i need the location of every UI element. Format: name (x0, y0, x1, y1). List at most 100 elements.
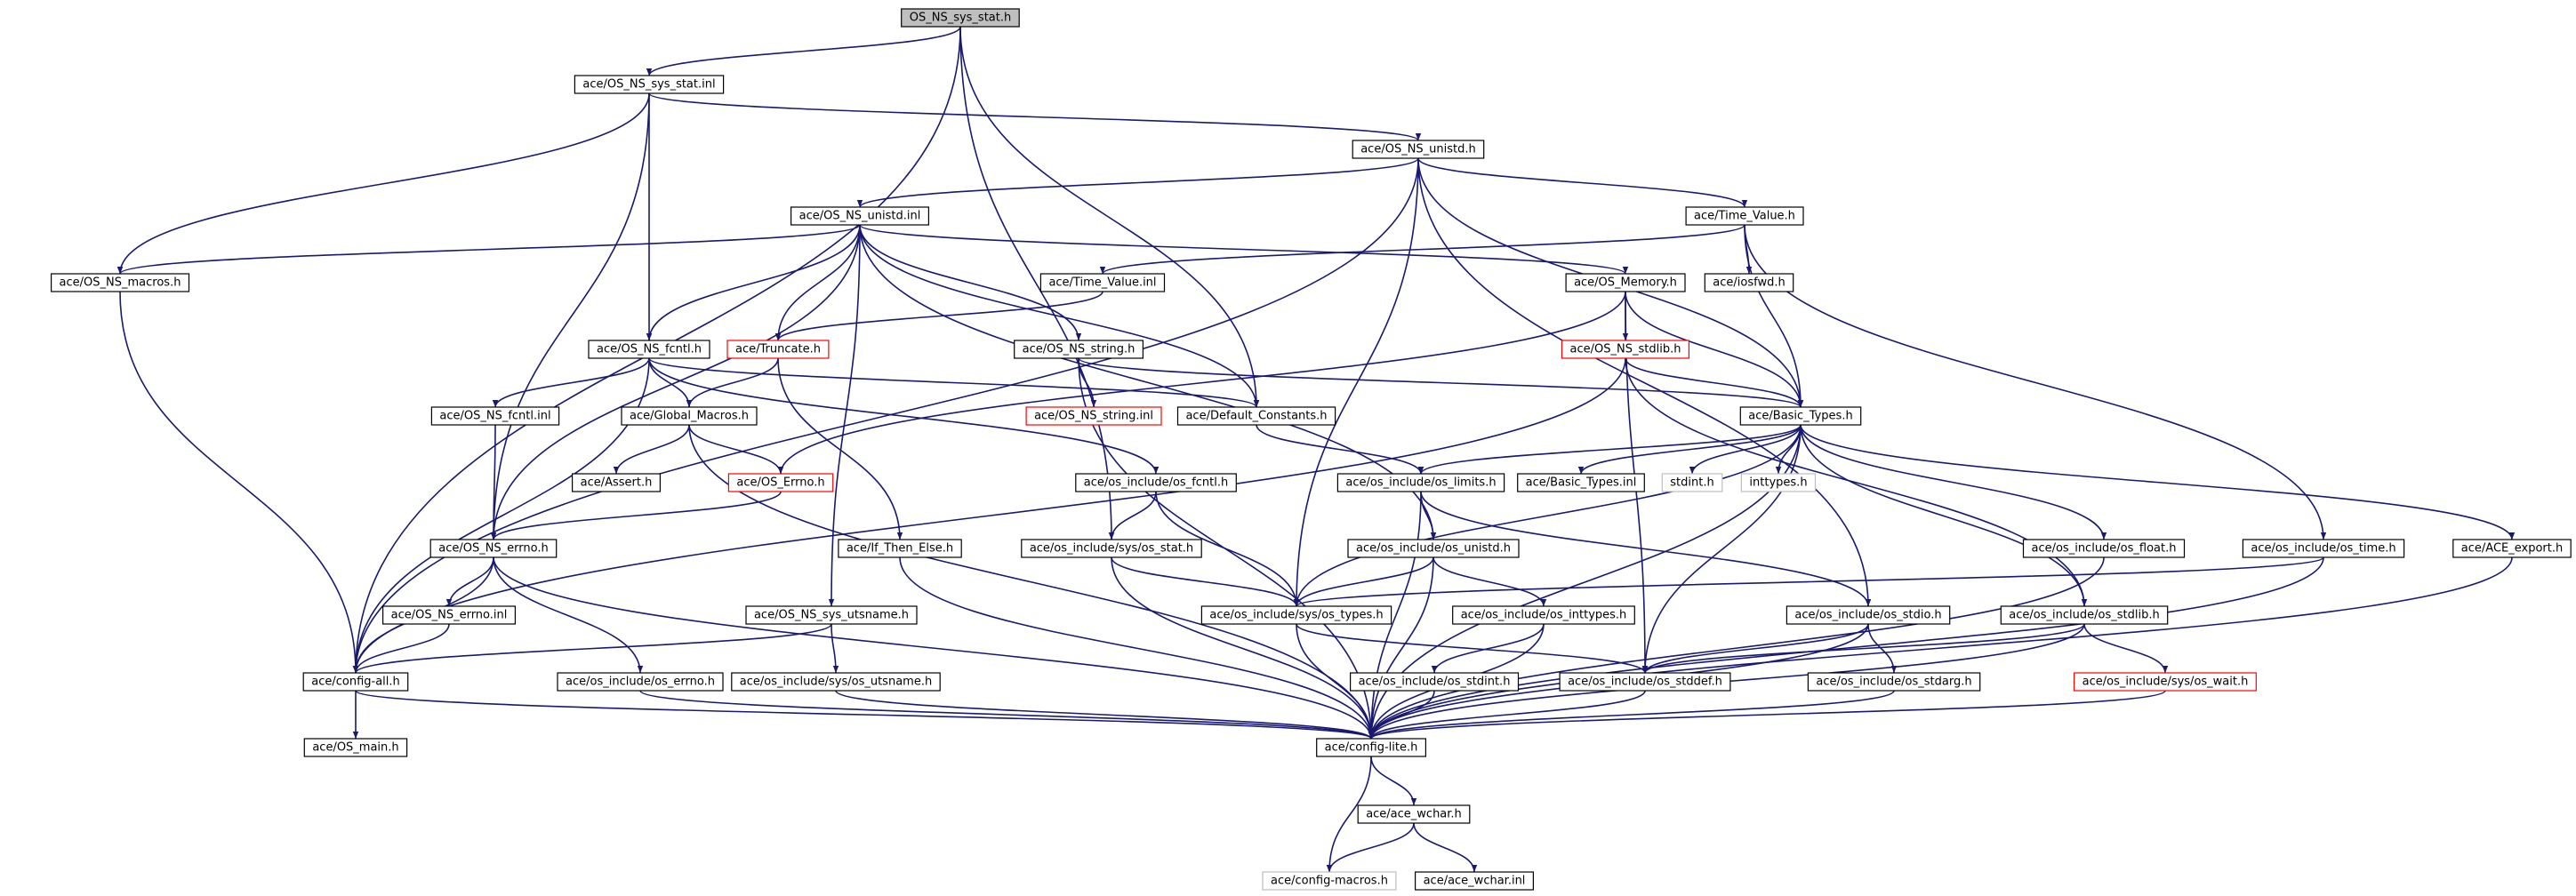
node-ace-config-all-h[interactable]: ace/config-all.h (302, 672, 409, 692)
node-label: ace/Basic_Types.h (1748, 410, 1852, 423)
node-ace-os-ns-errno-h[interactable]: ace/OS_NS_errno.h (429, 539, 558, 558)
node-ace-os-include-os-float-h[interactable]: ace/os_include/os_float.h (2022, 539, 2186, 558)
node-ace-os-include-os-limits-h[interactable]: ace/os_include/os_limits.h (1336, 473, 1505, 492)
node-ace-os-include-os-errno-h[interactable]: ace/os_include/os_errno.h (557, 672, 724, 692)
node-box (571, 473, 661, 492)
node-ace-if-then-else-h[interactable]: ace/If_Then_Else.h (838, 539, 962, 558)
node-ace-ace-export-h[interactable]: ace/ACE_export.h (2452, 539, 2572, 558)
edge-os_stdlib_h-to-sys_os_wait_h (2083, 623, 2169, 674)
edge-sys_os_utsname_h-to-config_lite_h (835, 690, 1375, 740)
node-label: ace/Time_Value.h (1694, 210, 1795, 223)
edge-basic_types_h-to-os_limits_h (1417, 424, 1802, 475)
edge-os_fcntl_h-to-sys_os_types_h (1155, 491, 1300, 607)
edge-root-to-sysstat_inl (646, 26, 961, 76)
node-label: ace/Truncate.h (735, 343, 821, 356)
node-label: ace/Global_Macros.h (630, 410, 749, 423)
node-ace-os-include-os-time-h[interactable]: ace/os_include/os_time.h (2242, 539, 2405, 558)
node-ace-os-include-os-stdarg-h[interactable]: ace/os_include/os_stdarg.h (1807, 672, 1981, 692)
edge-stdlib_h-to-config_all_h (352, 357, 1626, 674)
edge-os_stdio_h-to-os_stddef_h (1641, 623, 1869, 674)
node-box (50, 273, 190, 292)
node-box (1685, 206, 1804, 226)
node-ace-os-ns-macros-h[interactable]: ace/OS_NS_macros.h (50, 273, 190, 292)
edge-basic_types_h-to-sys_os_types_h (1293, 424, 1802, 607)
edge-fcntl_h-to-default_constants_h (648, 357, 1260, 408)
node-ace-os-main-h[interactable]: ace/OS_main.h (303, 738, 408, 757)
node-stdint-h: stdint.h (1661, 473, 1723, 492)
edge-os_unistd_h-to-sys_os_types_h (1293, 556, 1434, 607)
node-box (1262, 871, 1397, 891)
edge-os_unistd_h-to-os_inttypes_h (1432, 556, 1547, 607)
edge-os_inttypes_h-to-os_stdint_h (1431, 623, 1545, 674)
node-box (1452, 605, 1635, 625)
node-box (1739, 406, 1862, 426)
node-ace-os-include-os-stdlib-h[interactable]: ace/os_include/os_stdlib.h (2000, 605, 2169, 625)
edge-time_value_h-to-os_time_h (1744, 224, 2327, 540)
node-ace-os-ns-fcntl-h[interactable]: ace/OS_NS_fcntl.h (588, 340, 710, 359)
node-ace-os-ns-errno-inl[interactable]: ace/OS_NS_errno.inl (382, 605, 517, 625)
node-ace-ace-wchar-h[interactable]: ace/ace_wchar.h (1357, 804, 1471, 824)
edge-time_value_h-to-basic_types_h (1744, 224, 1804, 408)
node-label: ace/iosfwd.h (1713, 276, 1785, 290)
edge-os_fcntl_h-to-sys_os_stat_h (1108, 491, 1157, 540)
node-ace-os-include-sys-os-types-h[interactable]: ace/os_include/sys/os_types.h (1200, 605, 1392, 625)
edge-errno_inl-to-config_all_h (352, 623, 450, 674)
node-ace-os-include-os-stdint-h[interactable]: ace/os_include/os_stdint.h (1349, 672, 1520, 692)
file-nodes: OS_NS_sys_stat.hace/OS_NS_sys_stat.inlac… (50, 8, 2572, 891)
edge-basic_types_h-to-stdint_h (1689, 424, 1802, 475)
node-ace-os-include-sys-os-wait-h: ace/os_include/sys/os_wait.h (2074, 672, 2257, 692)
edge-if_then_else_h-to-config_lite_h (899, 556, 1375, 740)
edge-os_unistd_h-to-config_lite_h (1368, 556, 1434, 740)
node-ace-time-value-inl[interactable]: ace/Time_Value.inl (1039, 273, 1166, 292)
edge-default_constants_h-to-os_limits_h (1256, 424, 1424, 475)
node-label: ace/os_include/os_fcntl.h (1084, 476, 1228, 490)
node-ace-os-include-os-unistd-h[interactable]: ace/os_include/os_unistd.h (1347, 539, 1520, 558)
node-ace-iosfwd-h[interactable]: ace/iosfwd.h (1704, 273, 1794, 292)
edge-unistd_h-to-config_all_h (352, 157, 1419, 674)
node-box (2022, 539, 2186, 558)
node-ace-default-constants-h[interactable]: ace/Default_Constants.h (1176, 406, 1336, 426)
node-box (1039, 273, 1166, 292)
node-ace-os-ns-unistd-h[interactable]: ace/OS_NS_unistd.h (1352, 140, 1485, 159)
node-ace-os-include-sys-os-utsname-h[interactable]: ace/os_include/sys/os_utsname.h (731, 672, 941, 692)
node-ace-os-ns-sys-stat-inl[interactable]: ace/OS_NS_sys_stat.inl (574, 75, 725, 94)
edge-unistd_inl-to-fcntl_h (646, 224, 861, 341)
node-ace-os-ns-unistd-inl[interactable]: ace/OS_NS_unistd.inl (790, 206, 929, 226)
node-ace-assert-h[interactable]: ace/Assert.h (571, 473, 661, 492)
node-label: ace/os_include/os_unistd.h (1356, 542, 1511, 556)
node-box (1021, 539, 1202, 558)
edge-global_macros_h-to-os_errno_h (688, 424, 784, 475)
node-ace-basic-types-h[interactable]: ace/Basic_Types.h (1739, 406, 1862, 426)
node-ace-os-memory-h[interactable]: ace/OS_Memory.h (1565, 273, 1686, 292)
node-ace-config-lite-h[interactable]: ace/config-lite.h (1316, 738, 1426, 757)
node-label: ace/Time_Value.inl (1048, 276, 1156, 290)
node-ace-os-include-sys-os-stat-h[interactable]: ace/os_include/sys/os_stat.h (1021, 539, 1202, 558)
edge-memory_h-to-basic_types_h (1625, 291, 1804, 408)
node-label: ace/ace_wchar.inl (1424, 875, 1526, 888)
node-ace-os-include-os-stddef-h[interactable]: ace/os_include/os_stddef.h (1559, 672, 1731, 692)
edge-ace_wchar_h-to-config_macros_h (1326, 822, 1415, 873)
node-ace-os-include-os-stdio-h[interactable]: ace/os_include/os_stdio.h (1786, 605, 1951, 625)
edge-unistd_h-to-unistd_inl (856, 157, 1419, 208)
edge-truncate_h-to-if_then_else_h (777, 357, 903, 540)
node-label: stdint.h (1670, 476, 1713, 490)
node-ace-os-ns-string-h[interactable]: ace/OS_NS_string.h (1014, 340, 1144, 359)
edge-config_lite_h-to-ace_wchar_h (1370, 756, 1417, 806)
edge-basic_types_h-to-os_float_h (1800, 424, 2107, 540)
node-box (727, 473, 834, 492)
node-ace-global-macros-h[interactable]: ace/Global_Macros.h (621, 406, 758, 426)
node-ace-basic-types-inl[interactable]: ace/Basic_Types.inl (1517, 473, 1645, 492)
node-ace-os-include-os-fcntl-h[interactable]: ace/os_include/os_fcntl.h (1075, 473, 1237, 492)
node-ace-ace-wchar-inl[interactable]: ace/ace_wchar.inl (1414, 871, 1534, 891)
node-label: ace/Basic_Types.inl (1526, 476, 1637, 490)
node-ace-os-ns-sys-utsname-h[interactable]: ace/OS_NS_sys_utsname.h (745, 605, 918, 625)
edge-os_stdarg_h-to-config_lite_h (1368, 690, 1895, 740)
edge-os_stddef_h-to-config_lite_h (1368, 690, 1646, 740)
edge-errno_h-to-errno_inl (445, 556, 494, 607)
node-ace-os-include-os-inttypes-h[interactable]: ace/os_include/os_inttypes.h (1452, 605, 1635, 625)
node-ace-os-ns-fcntl-inl[interactable]: ace/OS_NS_fcntl.inl (430, 406, 560, 426)
node-box (731, 672, 941, 692)
edge-os_errno_h-to-errno_h (490, 491, 782, 540)
node-ace-os-ns-string-inl: ace/OS_NS_string.inl (1025, 406, 1162, 426)
node-ace-time-value-h[interactable]: ace/Time_Value.h (1685, 206, 1804, 226)
